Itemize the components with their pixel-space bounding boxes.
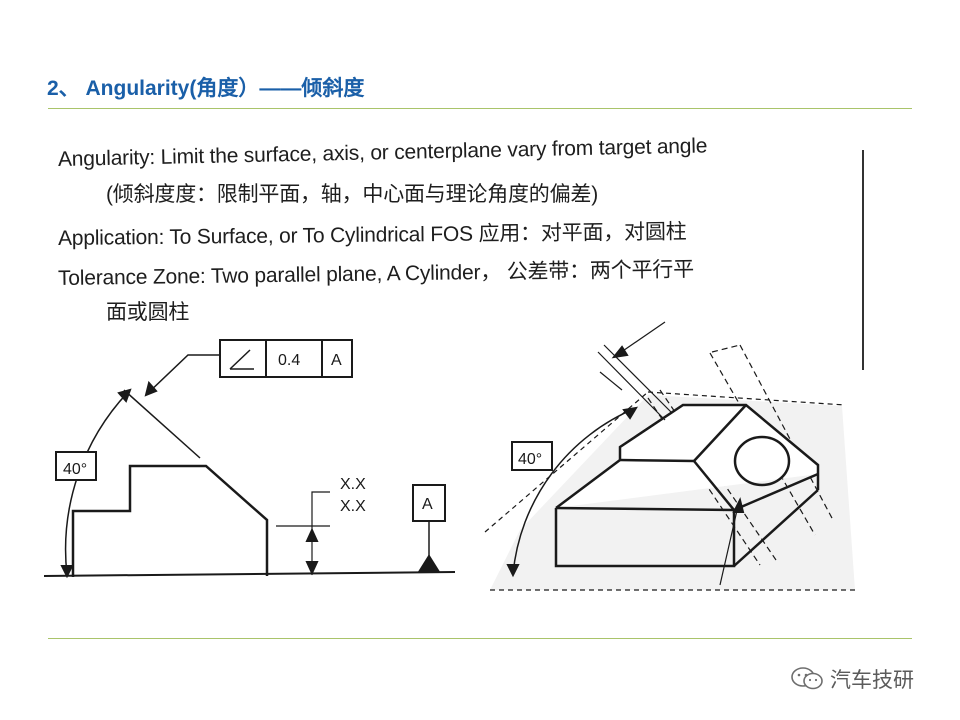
dim-leader bbox=[311, 491, 330, 575]
left-angle-label: 40° bbox=[63, 461, 87, 478]
leader-arrow bbox=[144, 380, 158, 397]
left-part-outline bbox=[71, 464, 269, 577]
fcf-datum: A bbox=[331, 352, 342, 369]
left-angle-arc bbox=[64, 389, 131, 576]
cylinder-hole bbox=[733, 435, 791, 487]
dim-arrow-upper bbox=[305, 527, 319, 542]
left-baseline bbox=[43, 571, 456, 577]
plane-edge-top bbox=[647, 391, 846, 406]
datum-box bbox=[412, 484, 446, 522]
dim-arrow-lower bbox=[305, 561, 319, 576]
watermark: 汽车技研 bbox=[790, 664, 914, 694]
left-angle-box bbox=[55, 451, 97, 481]
tolerance-zone-continuation: 面或圆柱 bbox=[106, 301, 190, 324]
angularity-drawing: 40° 0.4 A X.X X.X A bbox=[43, 321, 855, 591]
angularity-symbol-slant bbox=[229, 349, 251, 370]
feature-control-frame: 0.4 A bbox=[219, 339, 353, 378]
right-angle-label: 40° bbox=[518, 451, 542, 468]
left-arc-arrow-bottom bbox=[60, 565, 74, 579]
slide-title: 2、 Angularity(角度）——倾斜度 bbox=[47, 77, 365, 100]
scan-edge-mark bbox=[862, 150, 864, 370]
top-divider bbox=[48, 108, 912, 109]
dim-lower: X.X bbox=[340, 498, 366, 515]
watermark-text: 汽车技研 bbox=[830, 669, 914, 692]
leader-line bbox=[145, 354, 222, 396]
datum-label: A bbox=[422, 496, 433, 513]
left-extension-line bbox=[123, 389, 201, 459]
definition-translation: (倾斜度度：限制平面，轴，中心面与理论角度的偏差) bbox=[106, 183, 598, 206]
right-drawing: 40° bbox=[484, 321, 855, 591]
bottom-divider bbox=[48, 638, 912, 639]
surface-leader bbox=[719, 505, 739, 586]
fcf-tolerance: 0.4 bbox=[278, 352, 300, 369]
chat-bubble-icon bbox=[791, 667, 823, 690]
right-angle-box bbox=[511, 441, 553, 471]
datum-triangle bbox=[417, 554, 441, 573]
left-drawing: 40° 0.4 A X.X X.X A bbox=[43, 339, 456, 579]
zone-extension-1 bbox=[597, 351, 666, 421]
left-arc-arrow-top bbox=[117, 388, 132, 403]
dim-upper: X.X bbox=[340, 476, 366, 493]
right-angle-arc bbox=[512, 407, 637, 575]
